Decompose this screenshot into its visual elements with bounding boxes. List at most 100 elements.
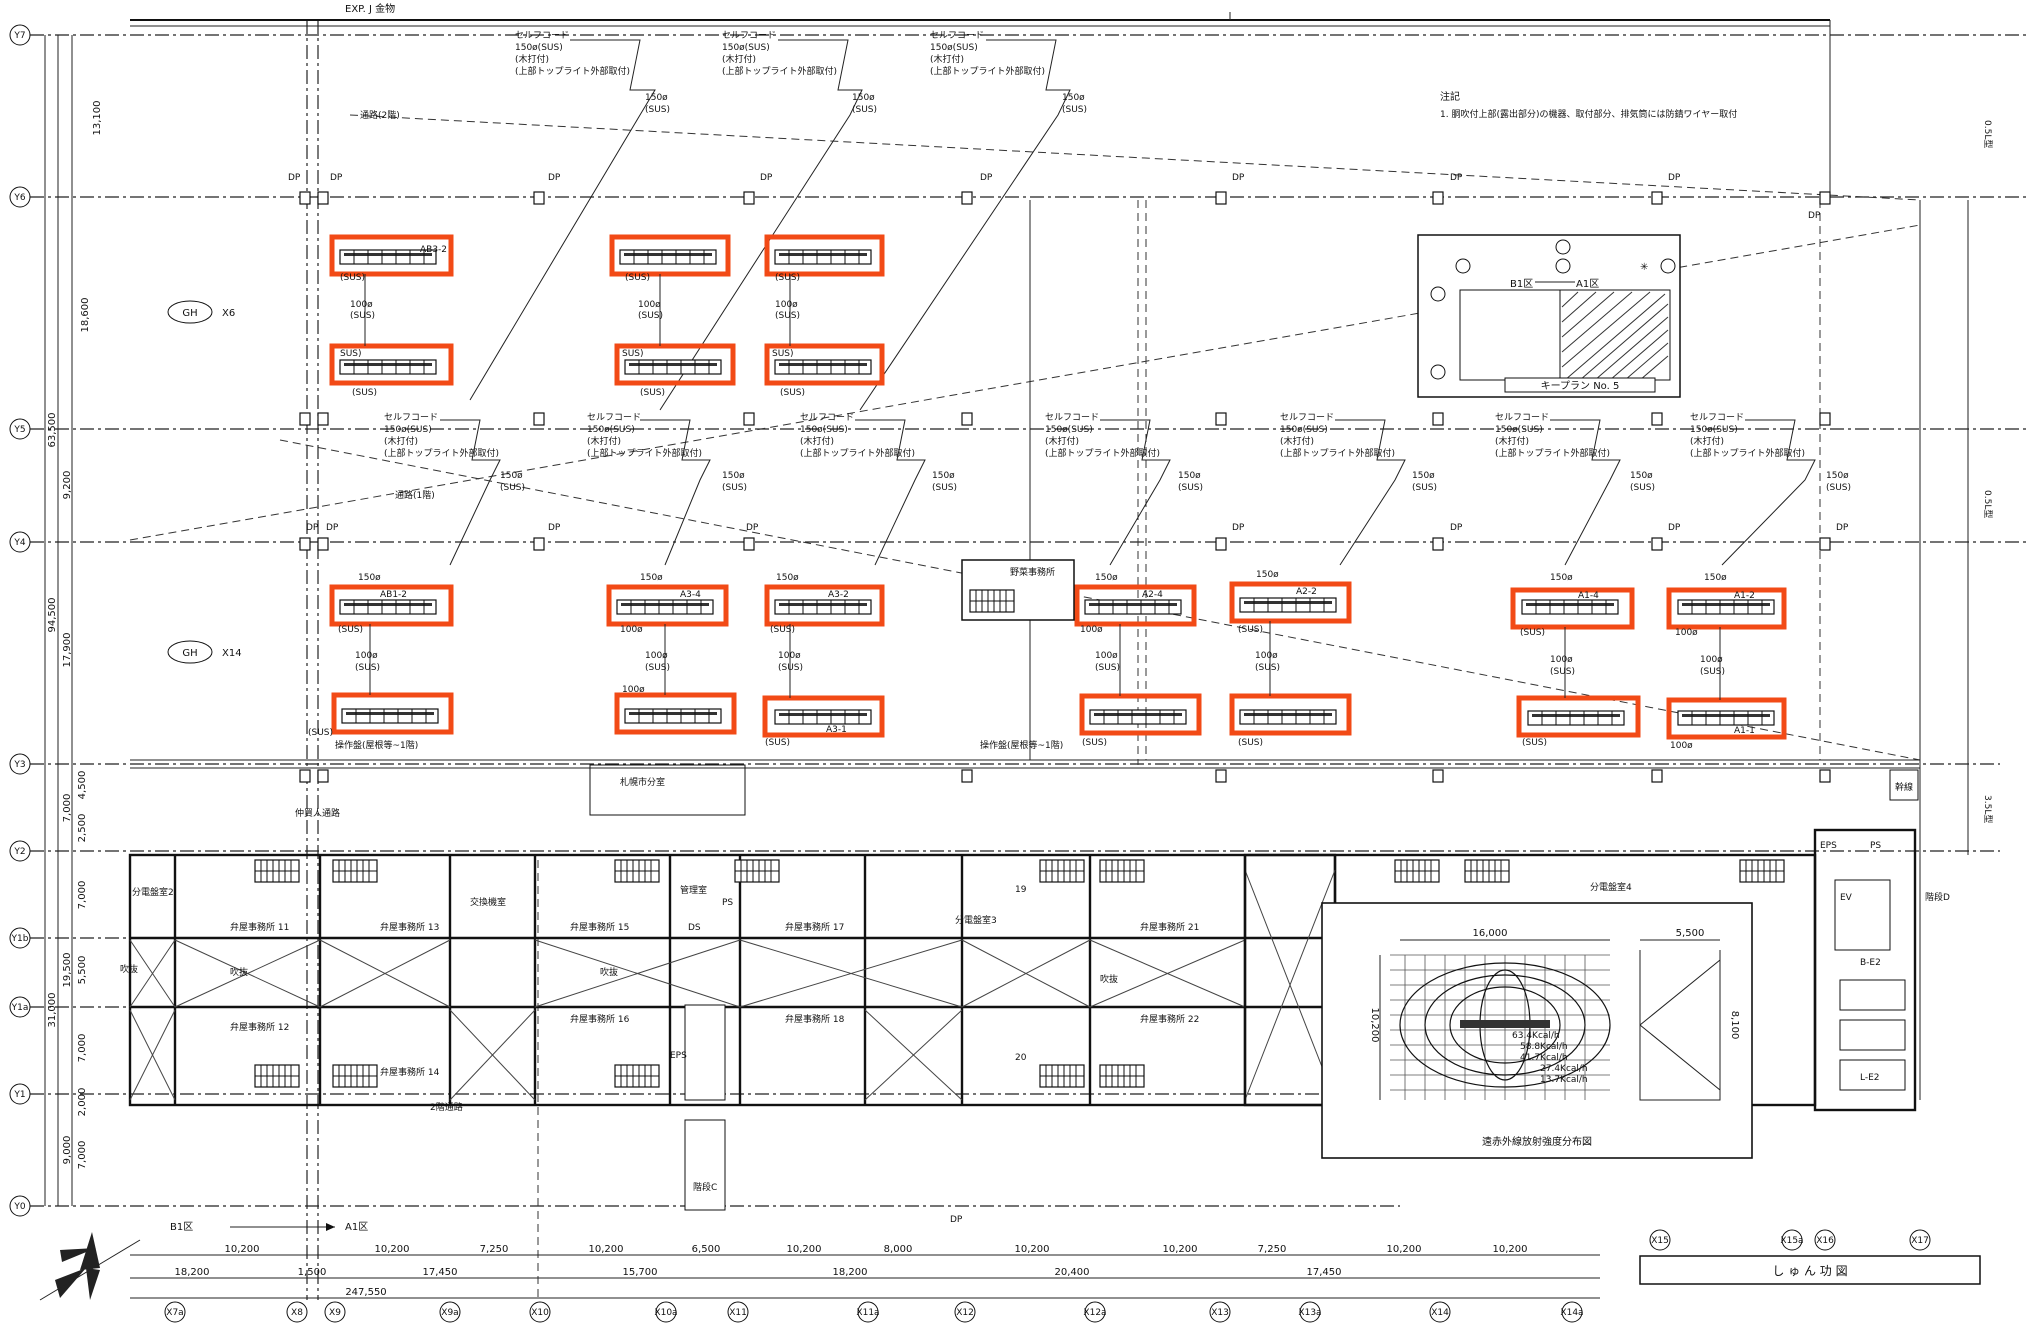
svg-text:150ø: 150ø bbox=[1062, 93, 1085, 103]
svg-text:41.7Kcal/h: 41.7Kcal/h bbox=[1520, 1053, 1568, 1063]
svg-text:Y2: Y2 bbox=[13, 847, 25, 857]
svg-text:2階通路: 2階通路 bbox=[430, 1101, 463, 1113]
heater-upper-a2[interactable]: SUS) (SUS) bbox=[329, 343, 454, 398]
svg-text:Y1b: Y1b bbox=[11, 934, 29, 944]
heater-upper-b1[interactable]: (SUS) bbox=[609, 234, 731, 283]
svg-text:セルフコード: セルフコード bbox=[1495, 412, 1549, 423]
svg-text:150ø: 150ø bbox=[500, 471, 523, 481]
svg-text:0.5L型: 0.5L型 bbox=[1982, 490, 1993, 518]
grid-bubble-y1b: Y1b bbox=[9, 927, 31, 949]
key-plan: キープラン No. 5 B1区 A1区 ✳ bbox=[1417, 234, 1681, 398]
heater-a1-1[interactable]: A1-1 100ø bbox=[1666, 697, 1787, 751]
svg-text:セルフコード: セルフコード bbox=[800, 412, 854, 423]
svg-text:DP: DP bbox=[1668, 173, 1681, 183]
svg-text:10,200: 10,200 bbox=[225, 1244, 260, 1255]
svg-text:(木打付): (木打付) bbox=[722, 53, 756, 65]
heater-a2-2[interactable]: A2-2 150ø (SUS) bbox=[1229, 570, 1352, 635]
grid-bubble-x13: X13 bbox=[1209, 1301, 1231, 1323]
svg-text:GH: GH bbox=[182, 648, 197, 659]
grid-bubble-x16: X16 bbox=[1814, 1229, 1836, 1251]
svg-text:吹抜: 吹抜 bbox=[600, 966, 618, 978]
svg-text:(上部トップライト外部取付): (上部トップライト外部取付) bbox=[1690, 447, 1805, 459]
svg-text:DP: DP bbox=[330, 173, 343, 183]
svg-text:150ø: 150ø bbox=[1256, 570, 1279, 580]
heater-a3-3[interactable]: 100ø bbox=[614, 685, 737, 735]
svg-text:(上部トップライト外部取付): (上部トップライト外部取付) bbox=[384, 447, 499, 459]
svg-text:(SUS): (SUS) bbox=[625, 273, 650, 283]
duct-b: 100ø (SUS) bbox=[638, 274, 663, 346]
grid-bubble-x14: X14 bbox=[1429, 1301, 1451, 1323]
svg-text:(SUS): (SUS) bbox=[352, 388, 377, 398]
heater-a3-4[interactable]: A3-4 150ø 100ø bbox=[606, 573, 729, 635]
svg-text:A1区: A1区 bbox=[345, 1221, 368, 1233]
svg-text:(SUS): (SUS) bbox=[775, 311, 800, 321]
svg-text:150ø: 150ø bbox=[645, 93, 668, 103]
svg-text:19,500: 19,500 bbox=[62, 953, 73, 988]
svg-text:8,100: 8,100 bbox=[1729, 1011, 1740, 1040]
dp-markers: DP DP DP DP DP DP DP DP DP DP DP DP DP D… bbox=[288, 173, 1849, 1225]
svg-text:A3-1: A3-1 bbox=[826, 725, 847, 735]
svg-text:SUS): SUS) bbox=[622, 349, 644, 359]
svg-text:交換機室: 交換機室 bbox=[470, 896, 506, 908]
grid-bubble-y4: Y4 bbox=[9, 531, 31, 553]
svg-text:150ø(SUS): 150ø(SUS) bbox=[930, 43, 978, 53]
svg-text:分電盤室2: 分電盤室2 bbox=[132, 886, 174, 898]
svg-text:5,500: 5,500 bbox=[77, 956, 88, 985]
svg-text:100ø: 100ø bbox=[1675, 628, 1698, 638]
heater-upper-c1[interactable]: (SUS) bbox=[764, 234, 885, 283]
svg-text:(SUS): (SUS) bbox=[338, 625, 363, 635]
svg-text:3.5L型: 3.5L型 bbox=[1982, 795, 1993, 823]
heater-ab1-2[interactable]: AB1-2 150ø (SUS) bbox=[329, 573, 454, 635]
svg-text:SUS): SUS) bbox=[340, 349, 362, 359]
heater-a3-2[interactable]: A3-2 150ø (SUS) bbox=[764, 573, 885, 635]
svg-text:DP: DP bbox=[1808, 211, 1821, 221]
duct-a1-12: 100ø (SUS) bbox=[1700, 627, 1725, 700]
heater-a1-4[interactable]: A1-4 150ø (SUS) bbox=[1510, 573, 1635, 638]
svg-text:150ø: 150ø bbox=[1412, 471, 1435, 481]
svg-text:(上部トップライト外部取付): (上部トップライト外部取付) bbox=[722, 65, 837, 77]
svg-text:150ø(SUS): 150ø(SUS) bbox=[384, 425, 432, 435]
heater-upper-b2[interactable]: SUS) (SUS) bbox=[614, 343, 736, 398]
heater-a3-1[interactable]: A3-1 (SUS) bbox=[762, 695, 885, 748]
svg-text:16,000: 16,000 bbox=[1473, 928, 1508, 939]
svg-text:8,000: 8,000 bbox=[884, 1244, 913, 1255]
heater-upper-c2[interactable]: SUS) (SUS) bbox=[764, 343, 885, 398]
svg-text:100ø: 100ø bbox=[638, 300, 661, 310]
svg-text:DP: DP bbox=[1450, 523, 1463, 533]
svg-text:150ø(SUS): 150ø(SUS) bbox=[800, 425, 848, 435]
top-boundary: EXP. J 金物 bbox=[130, 2, 1831, 200]
svg-text:幹線: 幹線 bbox=[1895, 781, 1913, 793]
svg-text:X17: X17 bbox=[1911, 1236, 1929, 1246]
column-grid-bubbles: X7a X8 X9 X9a X10 X10a X11 X11a X12 X12a… bbox=[164, 1229, 1931, 1323]
row-grid-bubbles: Y7 Y6 Y5 Y4 Y3 Y2 Y1b Y1a Y1 Y0 bbox=[9, 24, 31, 1217]
svg-text:弁屋事務所 15: 弁屋事務所 15 bbox=[570, 921, 629, 933]
heater-a2-1[interactable]: (SUS) bbox=[1229, 693, 1352, 748]
svg-text:94,500: 94,500 bbox=[47, 598, 58, 633]
svg-text:(SUS): (SUS) bbox=[1238, 738, 1263, 748]
heater-a2-4[interactable]: A2-4 150ø 100ø bbox=[1074, 573, 1197, 635]
svg-text:(上部トップライト外部取付): (上部トップライト外部取付) bbox=[515, 65, 630, 77]
svg-text:操作盤(屋根等~1階): 操作盤(屋根等~1階) bbox=[980, 739, 1063, 751]
svg-text:7,000: 7,000 bbox=[77, 1141, 88, 1170]
heater-a1-2[interactable]: A1-2 150ø 100ø bbox=[1666, 573, 1787, 638]
svg-text:X12a: X12a bbox=[1083, 1308, 1106, 1318]
heater-a2-3[interactable]: (SUS) bbox=[1079, 693, 1202, 748]
svg-text:X11: X11 bbox=[729, 1308, 747, 1318]
svg-text:(上部トップライト外部取付): (上部トップライト外部取付) bbox=[800, 447, 915, 459]
svg-text:弁屋事務所 21: 弁屋事務所 21 bbox=[1140, 921, 1199, 933]
svg-text:150ø: 150ø bbox=[722, 471, 745, 481]
svg-text:セルフコード: セルフコード bbox=[1280, 412, 1334, 423]
detail-caption: 遠赤外線放射強度分布図 bbox=[1482, 1135, 1592, 1148]
heater-ab3-2[interactable]: AB3-2 (SUS) bbox=[329, 234, 454, 283]
svg-text:(木打付): (木打付) bbox=[1280, 435, 1314, 447]
svg-text:セルフコード: セルフコード bbox=[722, 30, 776, 41]
grid-bubble-y3: Y3 bbox=[9, 753, 31, 775]
svg-text:10,200: 10,200 bbox=[1015, 1244, 1050, 1255]
heater-ab1-1[interactable]: (SUS) bbox=[308, 692, 454, 738]
radiation-detail-diagram: 16,000 5,500 10,200 8,100 63.4Kcal/h 58.… bbox=[1321, 902, 1753, 1159]
svg-text:階段C: 階段C bbox=[693, 1181, 717, 1193]
heater-a1-3[interactable]: (SUS) bbox=[1516, 695, 1641, 748]
svg-text:(SUS): (SUS) bbox=[1178, 483, 1203, 493]
grid-bubble-y1a: Y1a bbox=[9, 996, 31, 1018]
